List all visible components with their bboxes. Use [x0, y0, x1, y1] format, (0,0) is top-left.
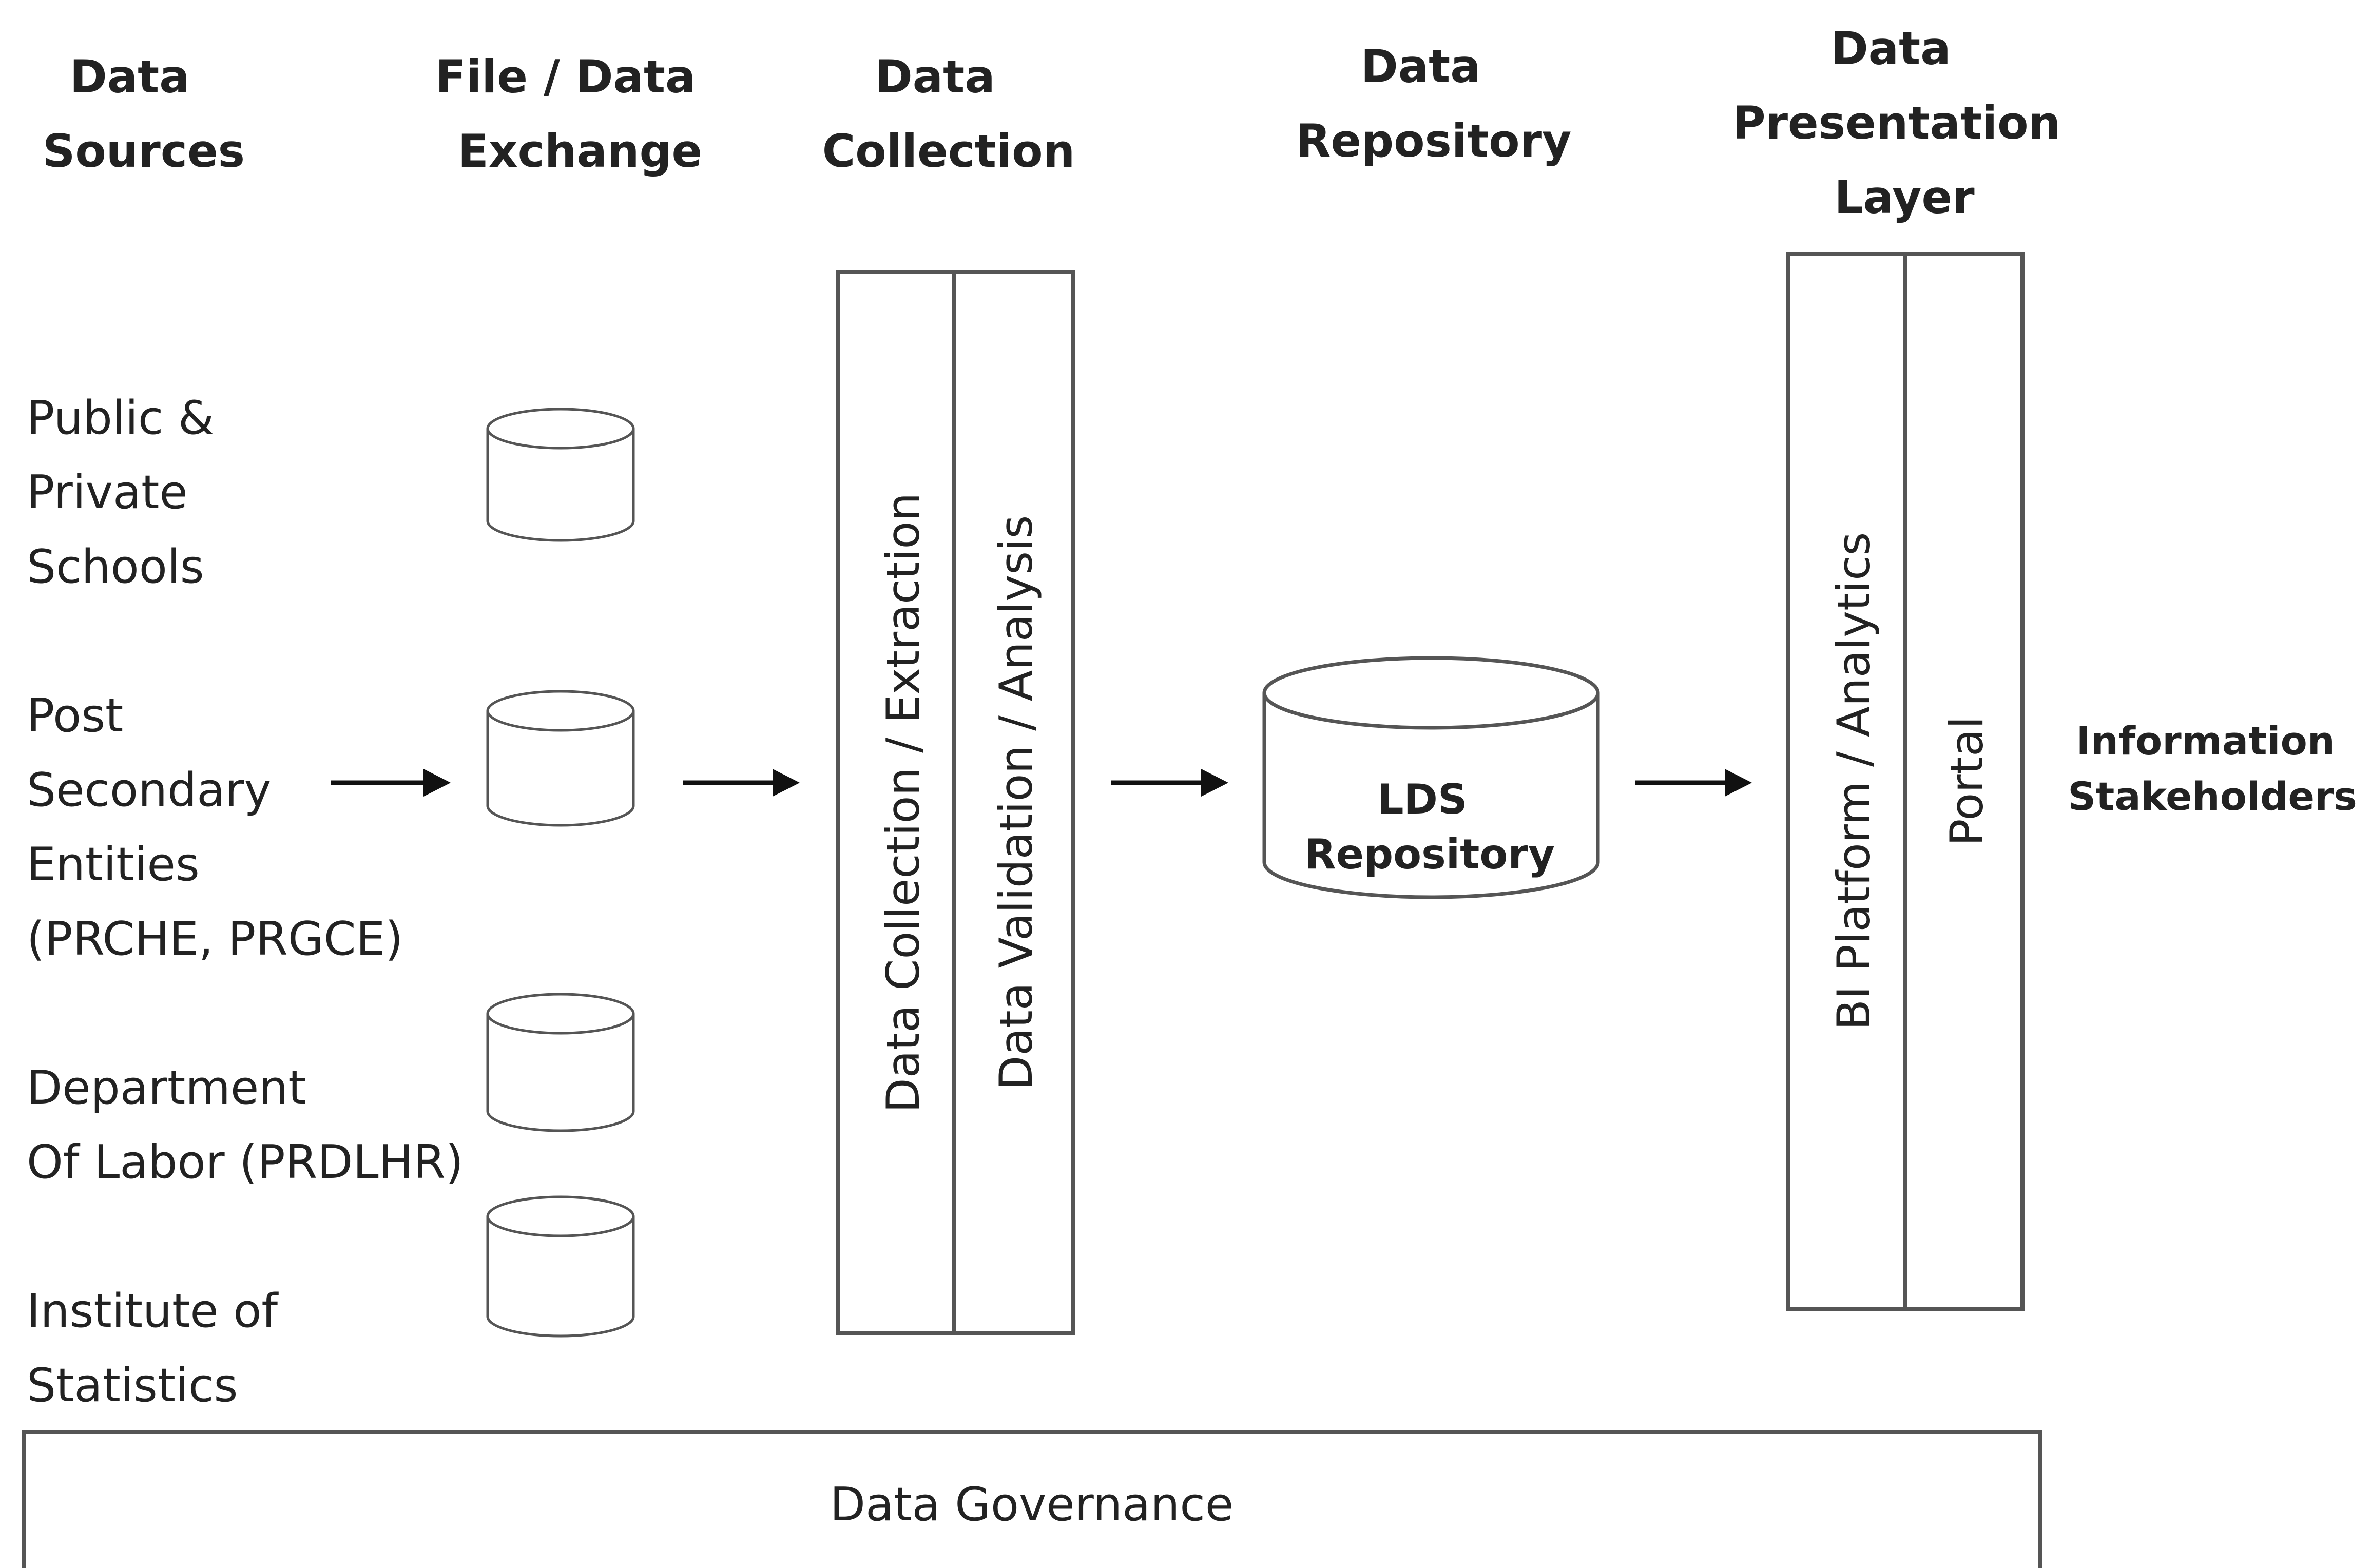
- presentation-layer-box: [1786, 252, 2025, 1311]
- header-data-sources: Data Sources: [43, 50, 245, 178]
- header-presentation-layer: Data Presentation Layer: [1732, 22, 2076, 224]
- header-data-collection: Data Collection: [822, 50, 1075, 178]
- arrow-right-icon: [1111, 769, 1228, 797]
- lds-repository-database-icon: [1262, 656, 1600, 899]
- database-icon: [486, 690, 635, 827]
- source-post-secondary-entities: Post Secondary Entities (PRCHE, PRGCE): [27, 689, 403, 966]
- source-department-of-labor: Department Of Labor (PRDLHR): [27, 1061, 464, 1189]
- source-institute-of-statistics: Institute of Statistics: [27, 1284, 293, 1412]
- portal-label: Portal: [1940, 717, 1993, 846]
- database-icon: [486, 408, 635, 542]
- arrow-right-icon: [683, 769, 800, 797]
- database-icon: [486, 1195, 635, 1338]
- arrow-right-icon: [1635, 769, 1752, 797]
- bi-platform-analytics-label: BI Platform / Analytics: [1827, 532, 1880, 1031]
- header-data-repository: Data Repository: [1296, 40, 1572, 167]
- data-governance-box: [22, 1430, 2042, 1568]
- header-file-data-exchange: File / Data Exchange: [435, 50, 711, 178]
- data-governance-label: Data Governance: [830, 1478, 1233, 1532]
- arrow-right-icon: [331, 769, 451, 797]
- database-icon: [486, 993, 635, 1132]
- data-validation-analysis-label: Data Validation / Analysis: [990, 515, 1043, 1091]
- data-collection-extraction-label: Data Collection / Extraction: [877, 493, 930, 1113]
- information-stakeholders-label: Information Stakeholders: [2068, 718, 2357, 819]
- source-public-private-schools: Public & Private Schools: [27, 391, 229, 594]
- lds-repository-label: LDS Repository: [1304, 776, 1555, 878]
- data-collection-box: [836, 270, 1075, 1335]
